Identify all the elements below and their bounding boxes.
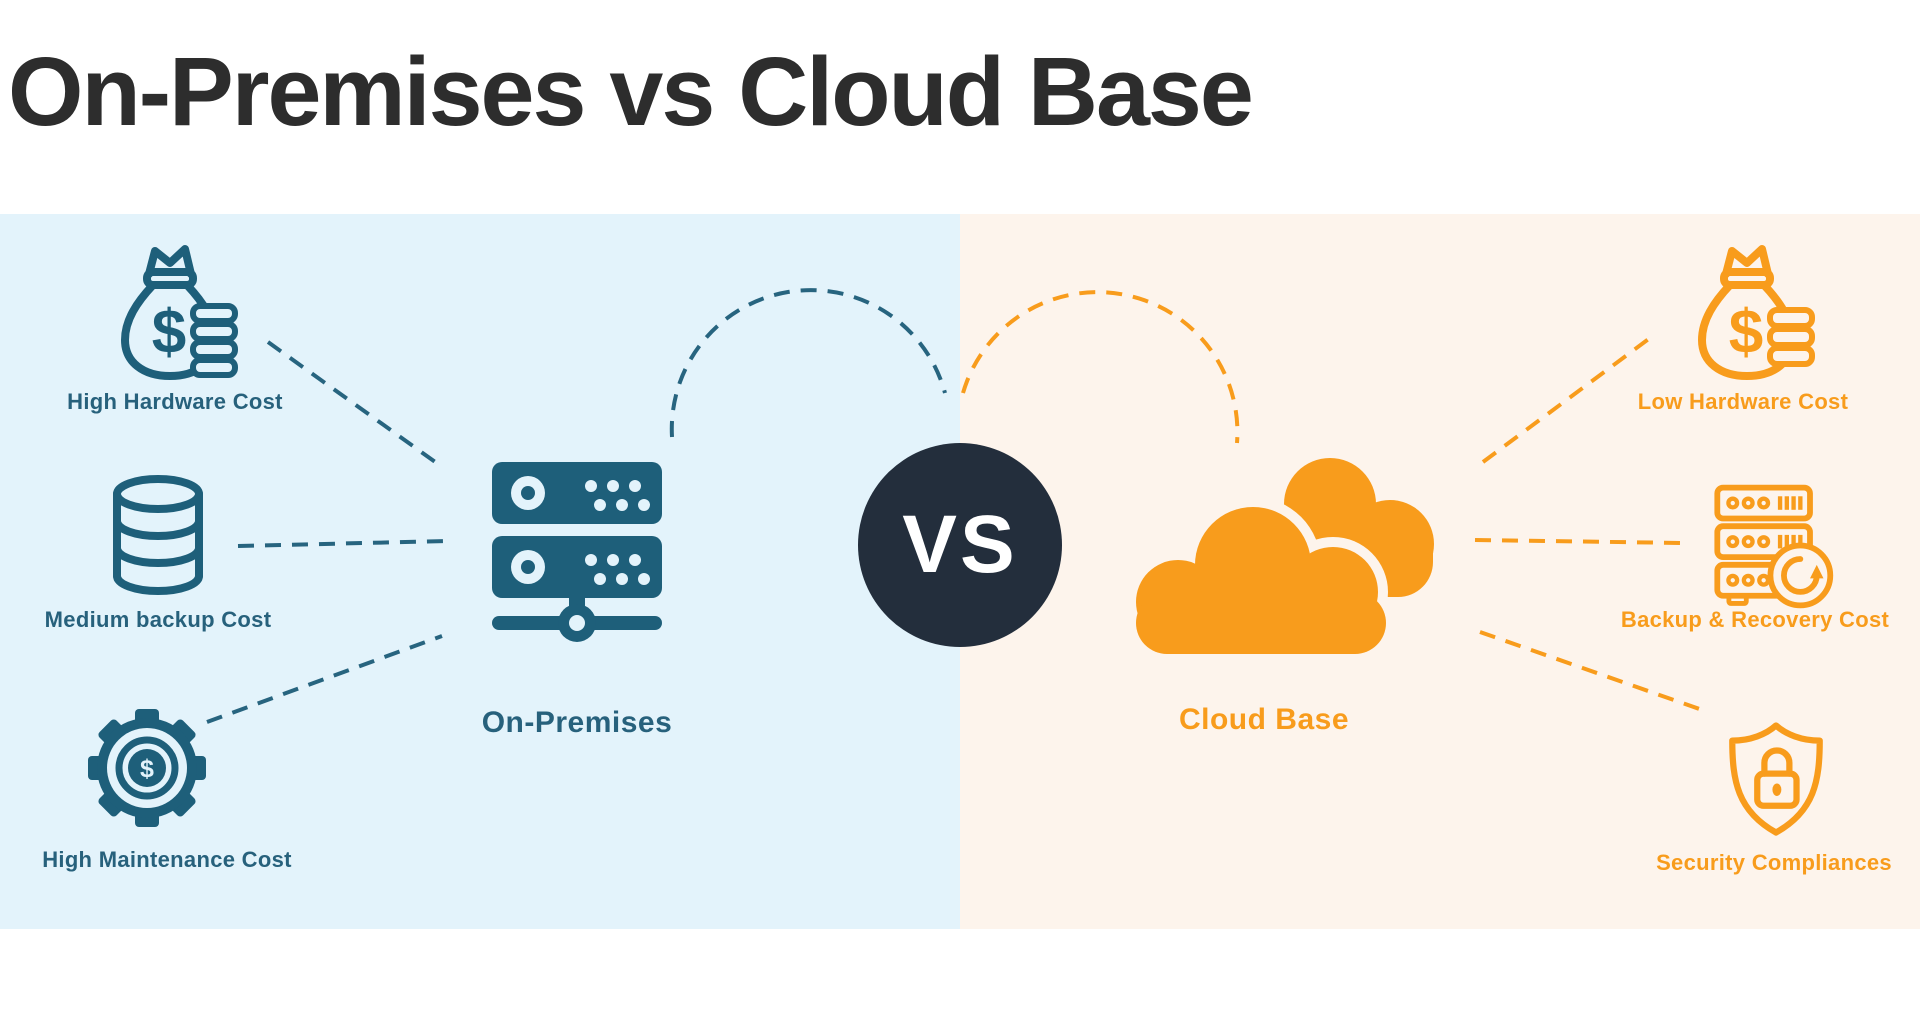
dollar-glyph: $ [140,755,154,783]
database-icon [113,475,203,595]
connector-line [1481,336,1652,464]
cloud-icon [1126,458,1434,664]
item-label: Security Compliances [1656,850,1892,875]
connector-arc [669,288,947,438]
cloud-base-panel [960,214,1920,929]
connector-line [206,634,443,724]
connector-line [237,539,449,548]
cloud-base-label: Cloud Base [1178,703,1350,736]
item-label: Backup & Recovery Cost [1620,607,1890,632]
vs-label: VS [902,499,1018,590]
item-label: Medium backup Cost [44,607,272,632]
server-recovery-icon [1714,484,1834,609]
connector-arc [961,290,1240,444]
dollar-glyph: $ [1729,298,1763,367]
item-label: High Maintenance Cost [42,847,292,872]
money-bag-coins-icon: $ [1698,245,1815,380]
connector-line [1474,538,1685,545]
money-bag-coins-icon: $ [121,245,238,380]
dollar-glyph: $ [152,298,186,367]
page-title: On-Premises vs Cloud Base [8,37,1254,146]
connector-line [1479,630,1709,714]
gear-dollar-icon: $ [88,709,206,827]
connector-line [266,340,440,466]
on-premises-label: On-Premises [481,706,673,739]
shield-lock-icon [1729,722,1823,836]
item-label: High Hardware Cost [67,389,283,414]
vs-badge: VS [858,443,1062,647]
server-icon [492,462,662,642]
item-label: Low Hardware Cost [1637,389,1849,414]
